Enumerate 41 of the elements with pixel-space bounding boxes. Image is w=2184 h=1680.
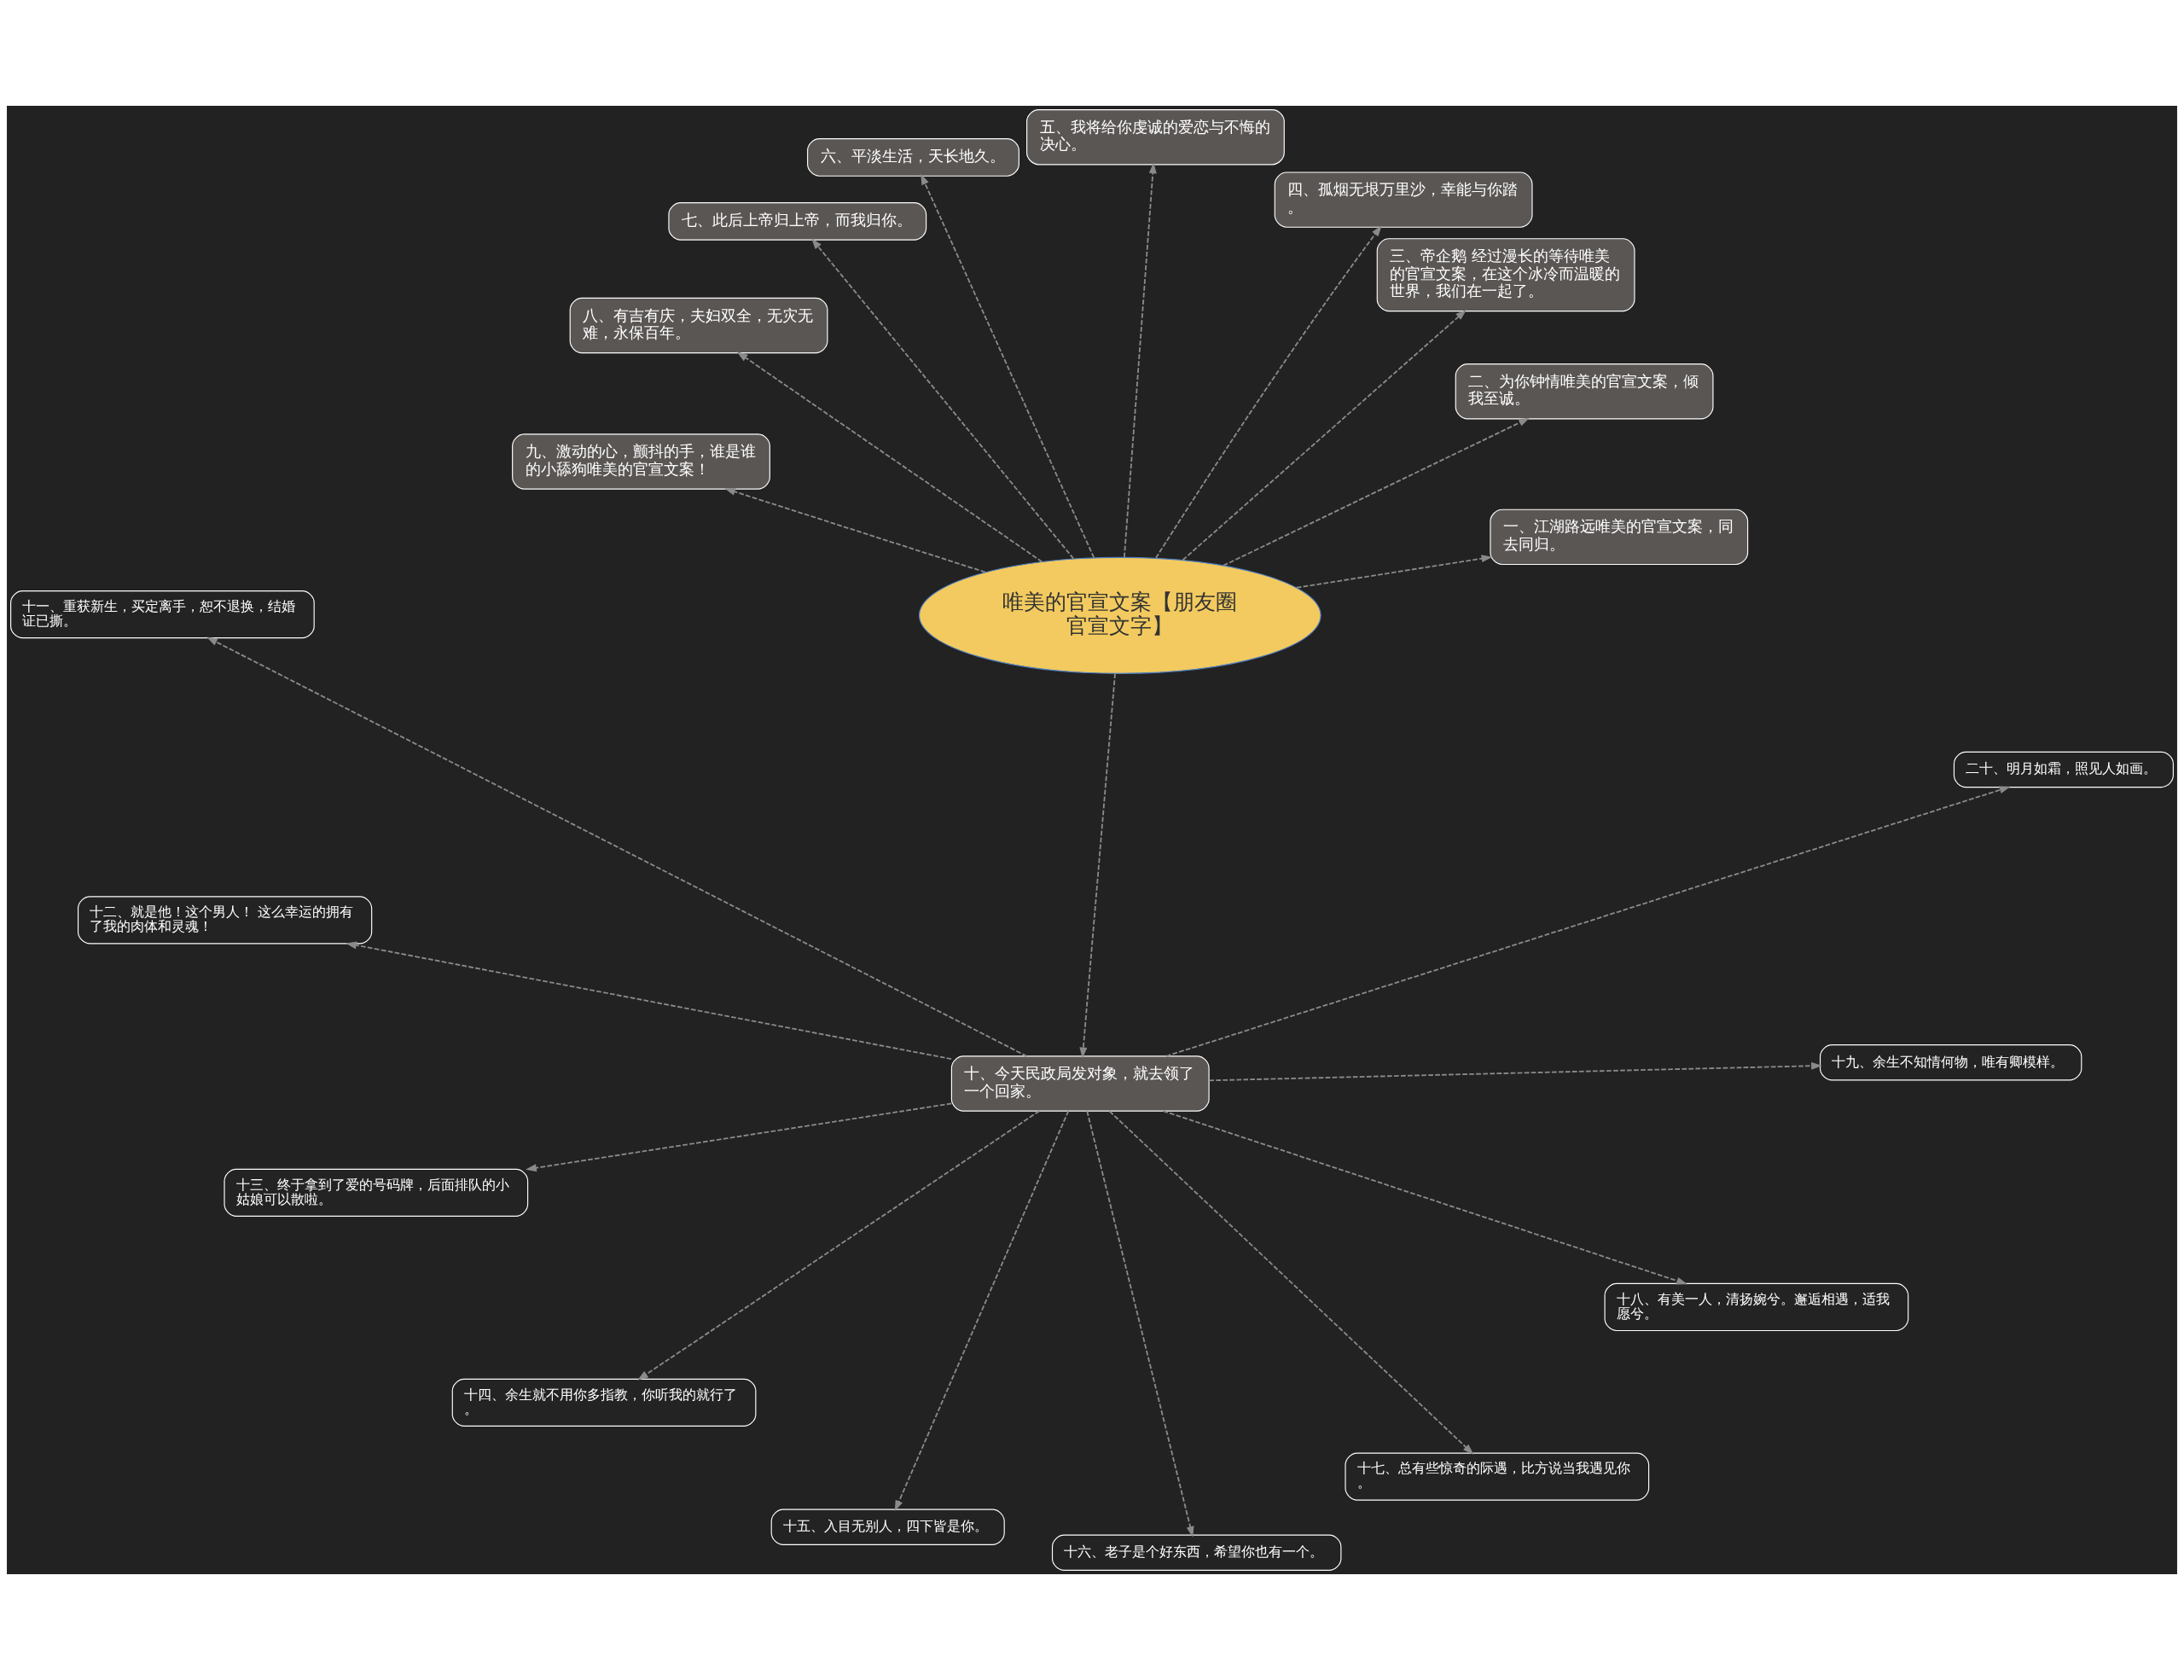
node-box: 十四、余生就不用你多指教，你听我的就行了。 xyxy=(451,1378,757,1427)
node-ellipse: 唯美的官宣文案【朋友圈官宣文字】 xyxy=(918,556,1321,674)
arrow xyxy=(921,173,1095,559)
arrow xyxy=(1208,1061,1822,1082)
node-box: 九、激动的心，颤抖的手，谁是谁的小舔狗唯美的官宣文案！ xyxy=(512,433,770,490)
node-box: 十二、就是他！这个男人！ 这么幸运的拥有了我的肉体和灵魂！ xyxy=(78,896,373,945)
node-box: 八、有吉有庆，夫妇双全，无灾无难，永保百年。 xyxy=(569,297,828,354)
node-box: 五、我将给你虔诚的爱恋与不悔的决心。 xyxy=(1026,109,1285,166)
node-box: 二十、明月如霜，照见人如画。 xyxy=(1953,751,2174,788)
node-box: 十一、重获新生，买定离手，恕不退换，结婚证已撕。 xyxy=(10,590,315,639)
arrow xyxy=(1079,672,1116,1059)
arrow xyxy=(736,352,1043,563)
arrow xyxy=(637,1110,1041,1381)
node-box: 一、江湖路远唯美的官宣文案，同去同归。 xyxy=(1490,509,1749,566)
node-box: 十三、终于拿到了爱的号码牌，后面排队的小姑娘可以散啦。 xyxy=(224,1168,529,1217)
node-box: 七、此后上帝归上帝，而我归你。 xyxy=(668,202,927,241)
node-box: 二、为你钟情唯美的官宣文案，倾我至诚。 xyxy=(1455,363,1714,420)
arrow xyxy=(1182,309,1467,561)
arrow xyxy=(1165,786,2011,1057)
arrow xyxy=(1123,162,1157,559)
arrow xyxy=(1295,555,1493,589)
node-box: 六、平淡生活，天长地久。 xyxy=(807,138,1019,177)
arrow xyxy=(894,1110,1070,1512)
arrow xyxy=(525,1102,953,1172)
node-box: 十五、入目无别人，四下皆是你。 xyxy=(770,1509,1005,1545)
node-box: 四、孤烟无垠万里沙，幸能与你踏。 xyxy=(1274,171,1533,228)
arrow xyxy=(1155,225,1382,559)
node-box: 十七、总有些惊奇的际遇，比方说当我遇见你。 xyxy=(1345,1452,1650,1501)
node-box: 十八、有美一人，清扬婉兮。邂逅相遇，适我愿兮。 xyxy=(1604,1282,1909,1332)
arrow xyxy=(346,941,952,1060)
arrow xyxy=(1162,1110,1688,1285)
node-box: 十九、余生不知情何物，唯有卿模样。 xyxy=(1820,1044,2082,1081)
arrow xyxy=(206,637,1028,1057)
arrow xyxy=(1223,417,1530,567)
arrow xyxy=(724,488,986,573)
arrow xyxy=(1108,1110,1474,1455)
arrow xyxy=(811,238,1075,560)
node-box: 十、今天民政局发对象，就去领了一个回家。 xyxy=(950,1055,1210,1112)
arrow xyxy=(1086,1110,1194,1538)
node-box: 十六、老子是个好东西，希望你也有一个。 xyxy=(1051,1534,1342,1571)
node-box: 三、帝企鹅 经过漫长的等待唯美的官宣文案，在这个冰冷而温暖的世界，我们在一起了。 xyxy=(1376,238,1635,312)
